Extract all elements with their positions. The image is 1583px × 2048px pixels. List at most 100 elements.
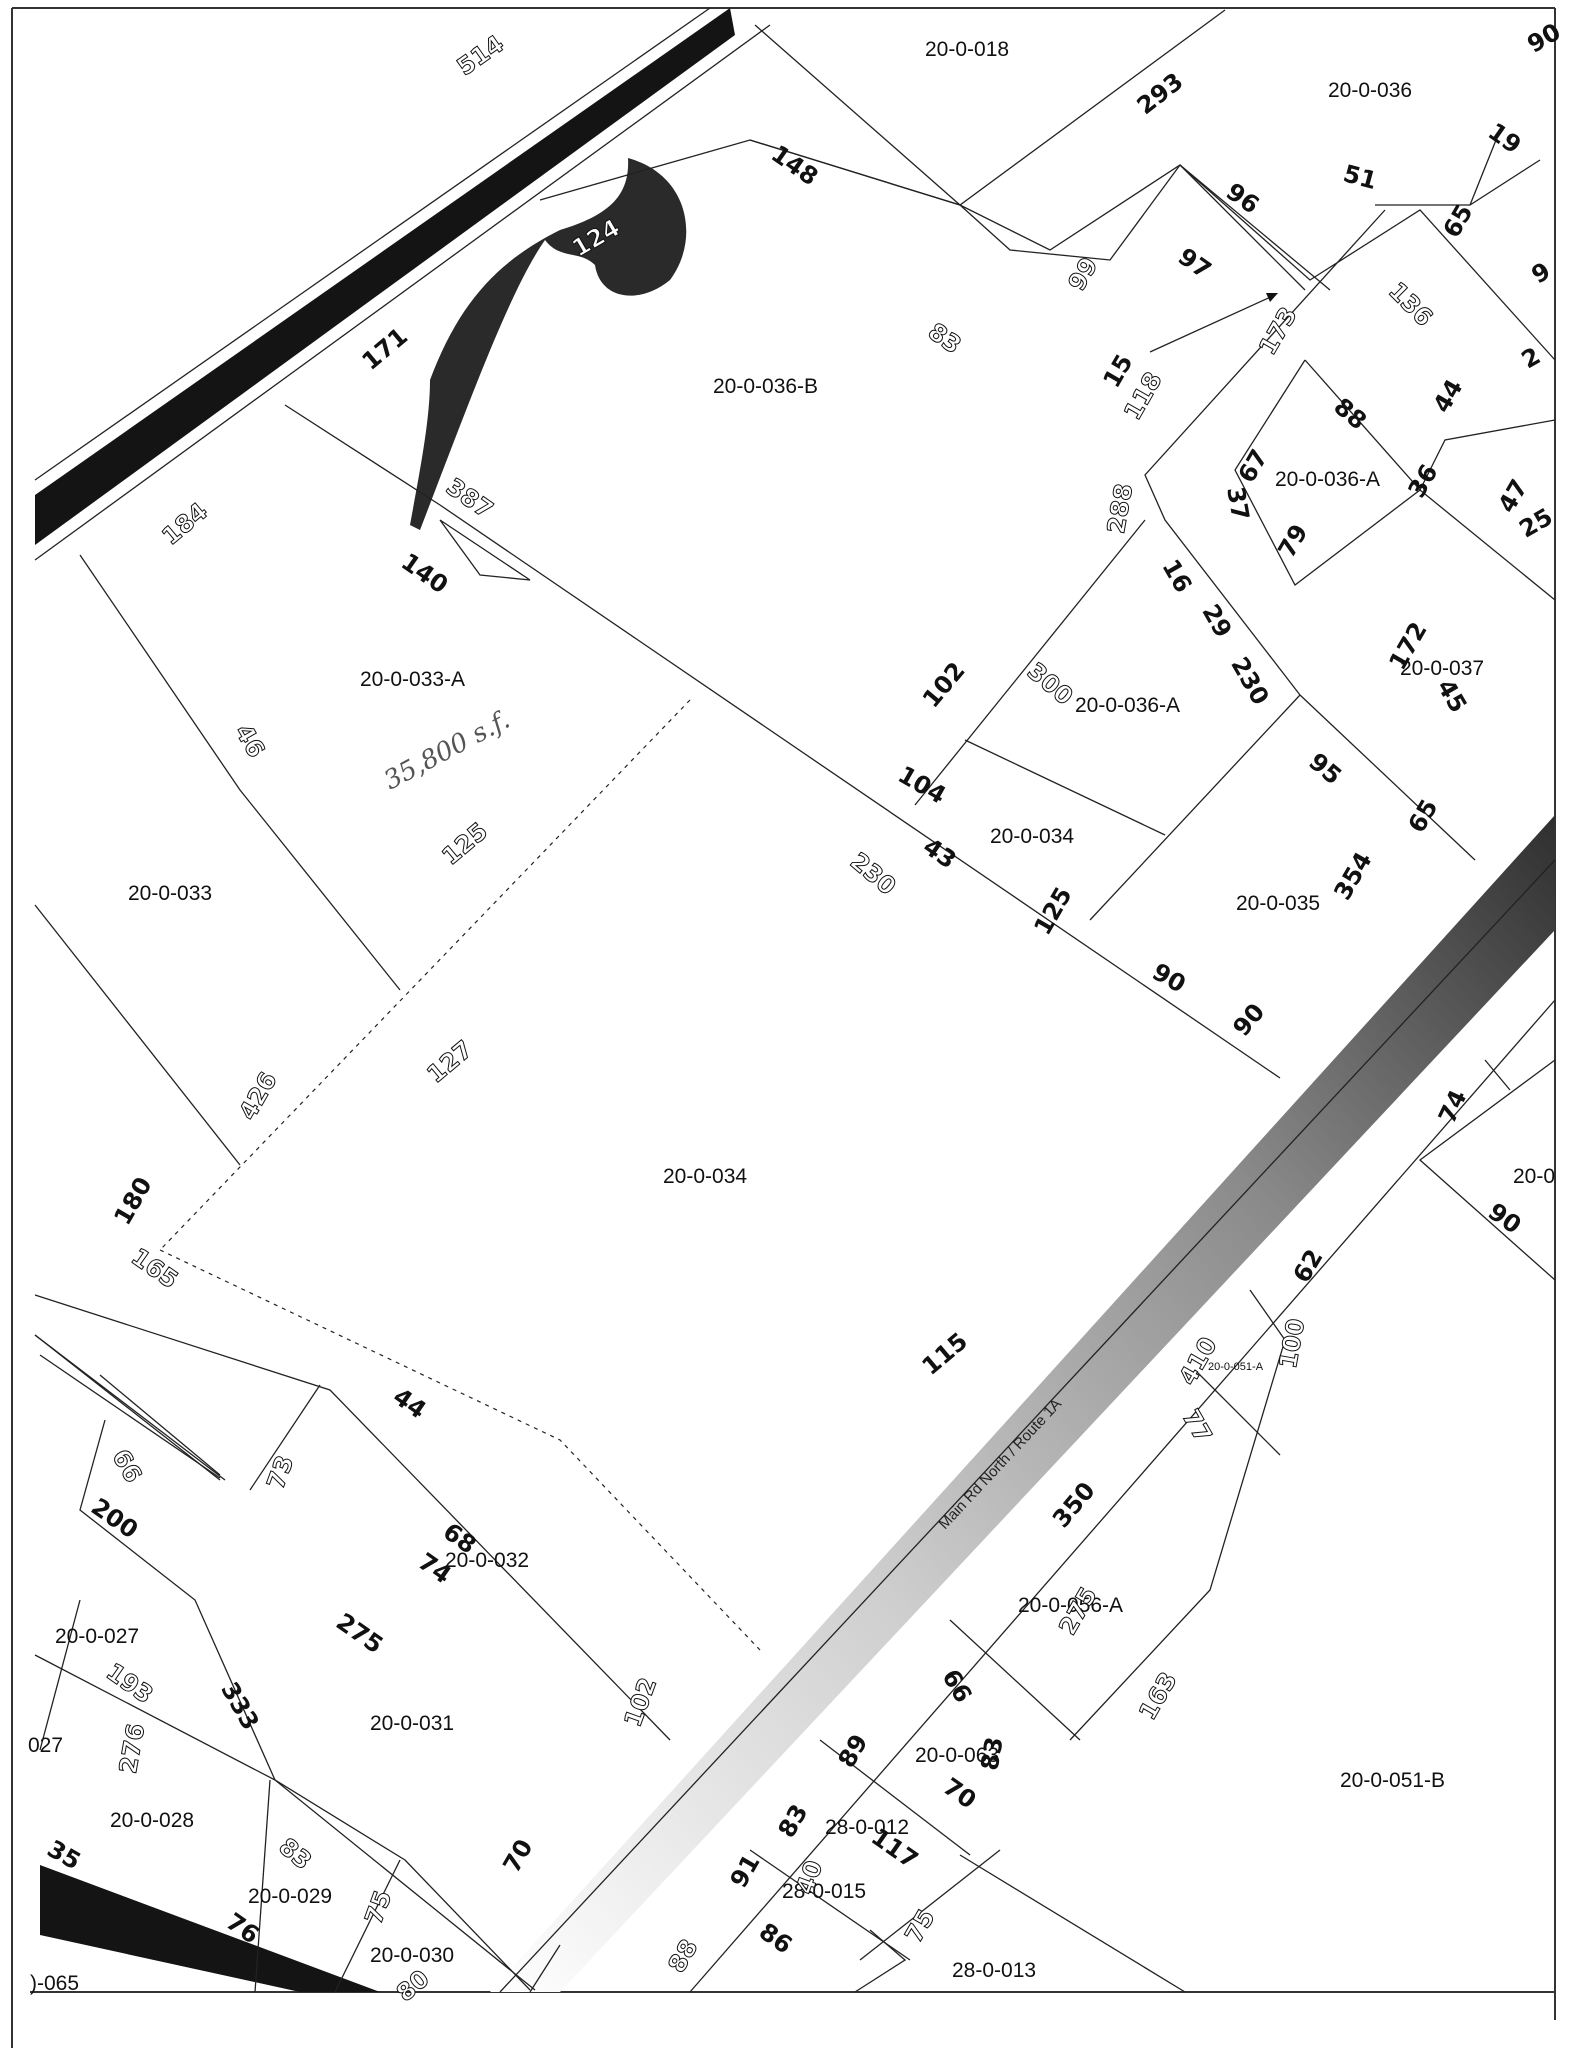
- dimension-label: 73: [262, 1452, 300, 1493]
- parcel-label: 20-0-018: [925, 38, 1009, 61]
- dimension-label: 514: [452, 30, 509, 82]
- arrow-15: [1149, 294, 1276, 353]
- dimension-label: 9: [1527, 257, 1555, 290]
- main-road-edge-west: [499, 859, 1556, 1993]
- dimension-label: 36: [1403, 460, 1444, 503]
- dimension-label: 115: [917, 1327, 973, 1381]
- dimension-label: 163: [1133, 1667, 1182, 1724]
- parcel-label: 20-0-051-A: [1208, 1361, 1264, 1373]
- parcel-label: 20-0-034: [990, 825, 1074, 848]
- dimension-label: 79: [1273, 520, 1314, 563]
- dimension-label: 65: [1403, 795, 1444, 838]
- dimension-label: 125: [437, 817, 493, 871]
- dimension-label: 89: [833, 1730, 874, 1773]
- parcel-label: 20-0-036-A: [1275, 468, 1380, 491]
- dimension-label: 180: [108, 1172, 157, 1229]
- parcel-label: 027: [28, 1734, 63, 1757]
- dimension-label: 165: [126, 1243, 183, 1295]
- dimension-label: 46: [229, 720, 270, 763]
- main-road-band: [490, 815, 1555, 1992]
- dimension-label: 275: [331, 1608, 388, 1660]
- dimension-label: 102: [619, 1674, 662, 1731]
- parcel-label: 20-0-032: [445, 1549, 529, 1572]
- dimension-label: 184: [157, 497, 213, 551]
- parcel-label: 20-0-056-A: [1018, 1594, 1123, 1617]
- dimension-label: 230: [1225, 652, 1274, 709]
- dimension-label: 90: [1523, 18, 1566, 59]
- dimension-label: 43: [918, 832, 961, 874]
- dimension-label: 83: [773, 1800, 814, 1843]
- dimension-label: 173: [1253, 302, 1302, 359]
- parcel-label: 20-0-029: [248, 1885, 332, 1908]
- dimension-label: 70: [498, 1835, 539, 1878]
- parcel-label: 20-0-051-B: [1340, 1769, 1445, 1792]
- dimension-label: 95: [1303, 747, 1347, 790]
- dimension-label: 125: [1028, 882, 1077, 939]
- dimension-label: 74: [1433, 1086, 1472, 1128]
- parcel-label: 20-0-036: [1328, 79, 1412, 102]
- parcel-label: 20-0-036-A: [1075, 694, 1180, 717]
- dimension-label: 100: [1274, 1317, 1310, 1371]
- parcel-label: 20-0-027: [55, 1625, 139, 1648]
- parcel-label: 28-0-012: [825, 1816, 909, 1839]
- parcel-label: 20-0-033-A: [360, 668, 465, 691]
- parcel-label: 20-0-033: [128, 882, 212, 905]
- dimension-label: 83: [273, 1832, 317, 1875]
- parcel-label: 20-0-030: [370, 1944, 454, 1967]
- dimension-label: 44: [1428, 375, 1469, 418]
- dimension-label: 426: [233, 1067, 282, 1124]
- dimension-label: 127: [422, 1035, 478, 1089]
- parcel-label: 20-0-034: [663, 1165, 747, 1188]
- dimension-label: 16: [1156, 555, 1197, 598]
- dimension-label: 19: [1483, 117, 1526, 159]
- arrow-left: [99, 1374, 221, 1476]
- parcel-label: 20-0-063: [915, 1744, 999, 1767]
- dimension-label: 136: [1383, 277, 1438, 332]
- parcel-label: 20-0: [1513, 1165, 1555, 1188]
- dimension-label: 387: [441, 473, 498, 525]
- dimension-label: 62: [1288, 1245, 1329, 1288]
- dimension-label: 193: [101, 1658, 158, 1710]
- handwritten-area: 35,800 s.f.: [379, 705, 515, 796]
- dimension-label: 37: [1221, 485, 1254, 523]
- parcel-lines: [34, 9, 1556, 1993]
- parcel-label: 20-0-037: [1400, 657, 1484, 680]
- dimension-label: 75: [360, 1887, 398, 1928]
- dimension-label: 77: [1176, 1405, 1217, 1448]
- parcel-labels: 20-0-018 20-0-036 20-0-036-B 20-0-036-A …: [28, 38, 1555, 1995]
- dimension-label: 276: [114, 1722, 150, 1776]
- dimension-label: 66: [936, 1665, 977, 1708]
- road-band-south: [40, 1865, 380, 1992]
- parcel-label: 20-0-036-B: [713, 375, 818, 398]
- dimension-label: 140: [396, 548, 453, 600]
- dimension-label: 75: [900, 1905, 941, 1948]
- dimension-label: 104: [893, 760, 950, 809]
- dimension-label: 102: [917, 657, 971, 713]
- dimension-label: 88: [663, 1935, 704, 1978]
- dimension-label: 83: [975, 1735, 1008, 1773]
- dimension-label: 45: [1431, 675, 1472, 718]
- dimension-label: 90: [1227, 998, 1270, 1042]
- dimension-label: 66: [106, 1445, 147, 1488]
- dimension-label: 2: [1517, 342, 1545, 375]
- dimension-label: 288: [1102, 482, 1138, 536]
- dimension-label: 350: [1047, 1477, 1101, 1533]
- parcel-label: 28-0-015: [782, 1880, 866, 1903]
- dimension-label: 70: [938, 1772, 981, 1814]
- parcel-label: 20-0-031: [370, 1712, 454, 1735]
- dimension-label: 354: [1328, 847, 1377, 904]
- road-edge-north-1: [34, 7, 711, 481]
- road-band-north: [35, 8, 735, 545]
- dimension-label: 293: [1132, 67, 1189, 120]
- road-edge-north-2: [34, 24, 771, 561]
- dimension-label: 44: [388, 1382, 431, 1424]
- main-road-edge-east: [689, 999, 1556, 1993]
- parcel-label: 20-0-035: [1236, 892, 1320, 915]
- dimension-label: 80: [391, 1964, 435, 2007]
- parcel-label: 28-0-013: [952, 1959, 1036, 1982]
- dimension-label: 230: [845, 847, 901, 901]
- dimension-label: 90: [1483, 1197, 1526, 1239]
- dimension-label: 86: [754, 1917, 797, 1959]
- dimension-label: 83: [923, 317, 966, 359]
